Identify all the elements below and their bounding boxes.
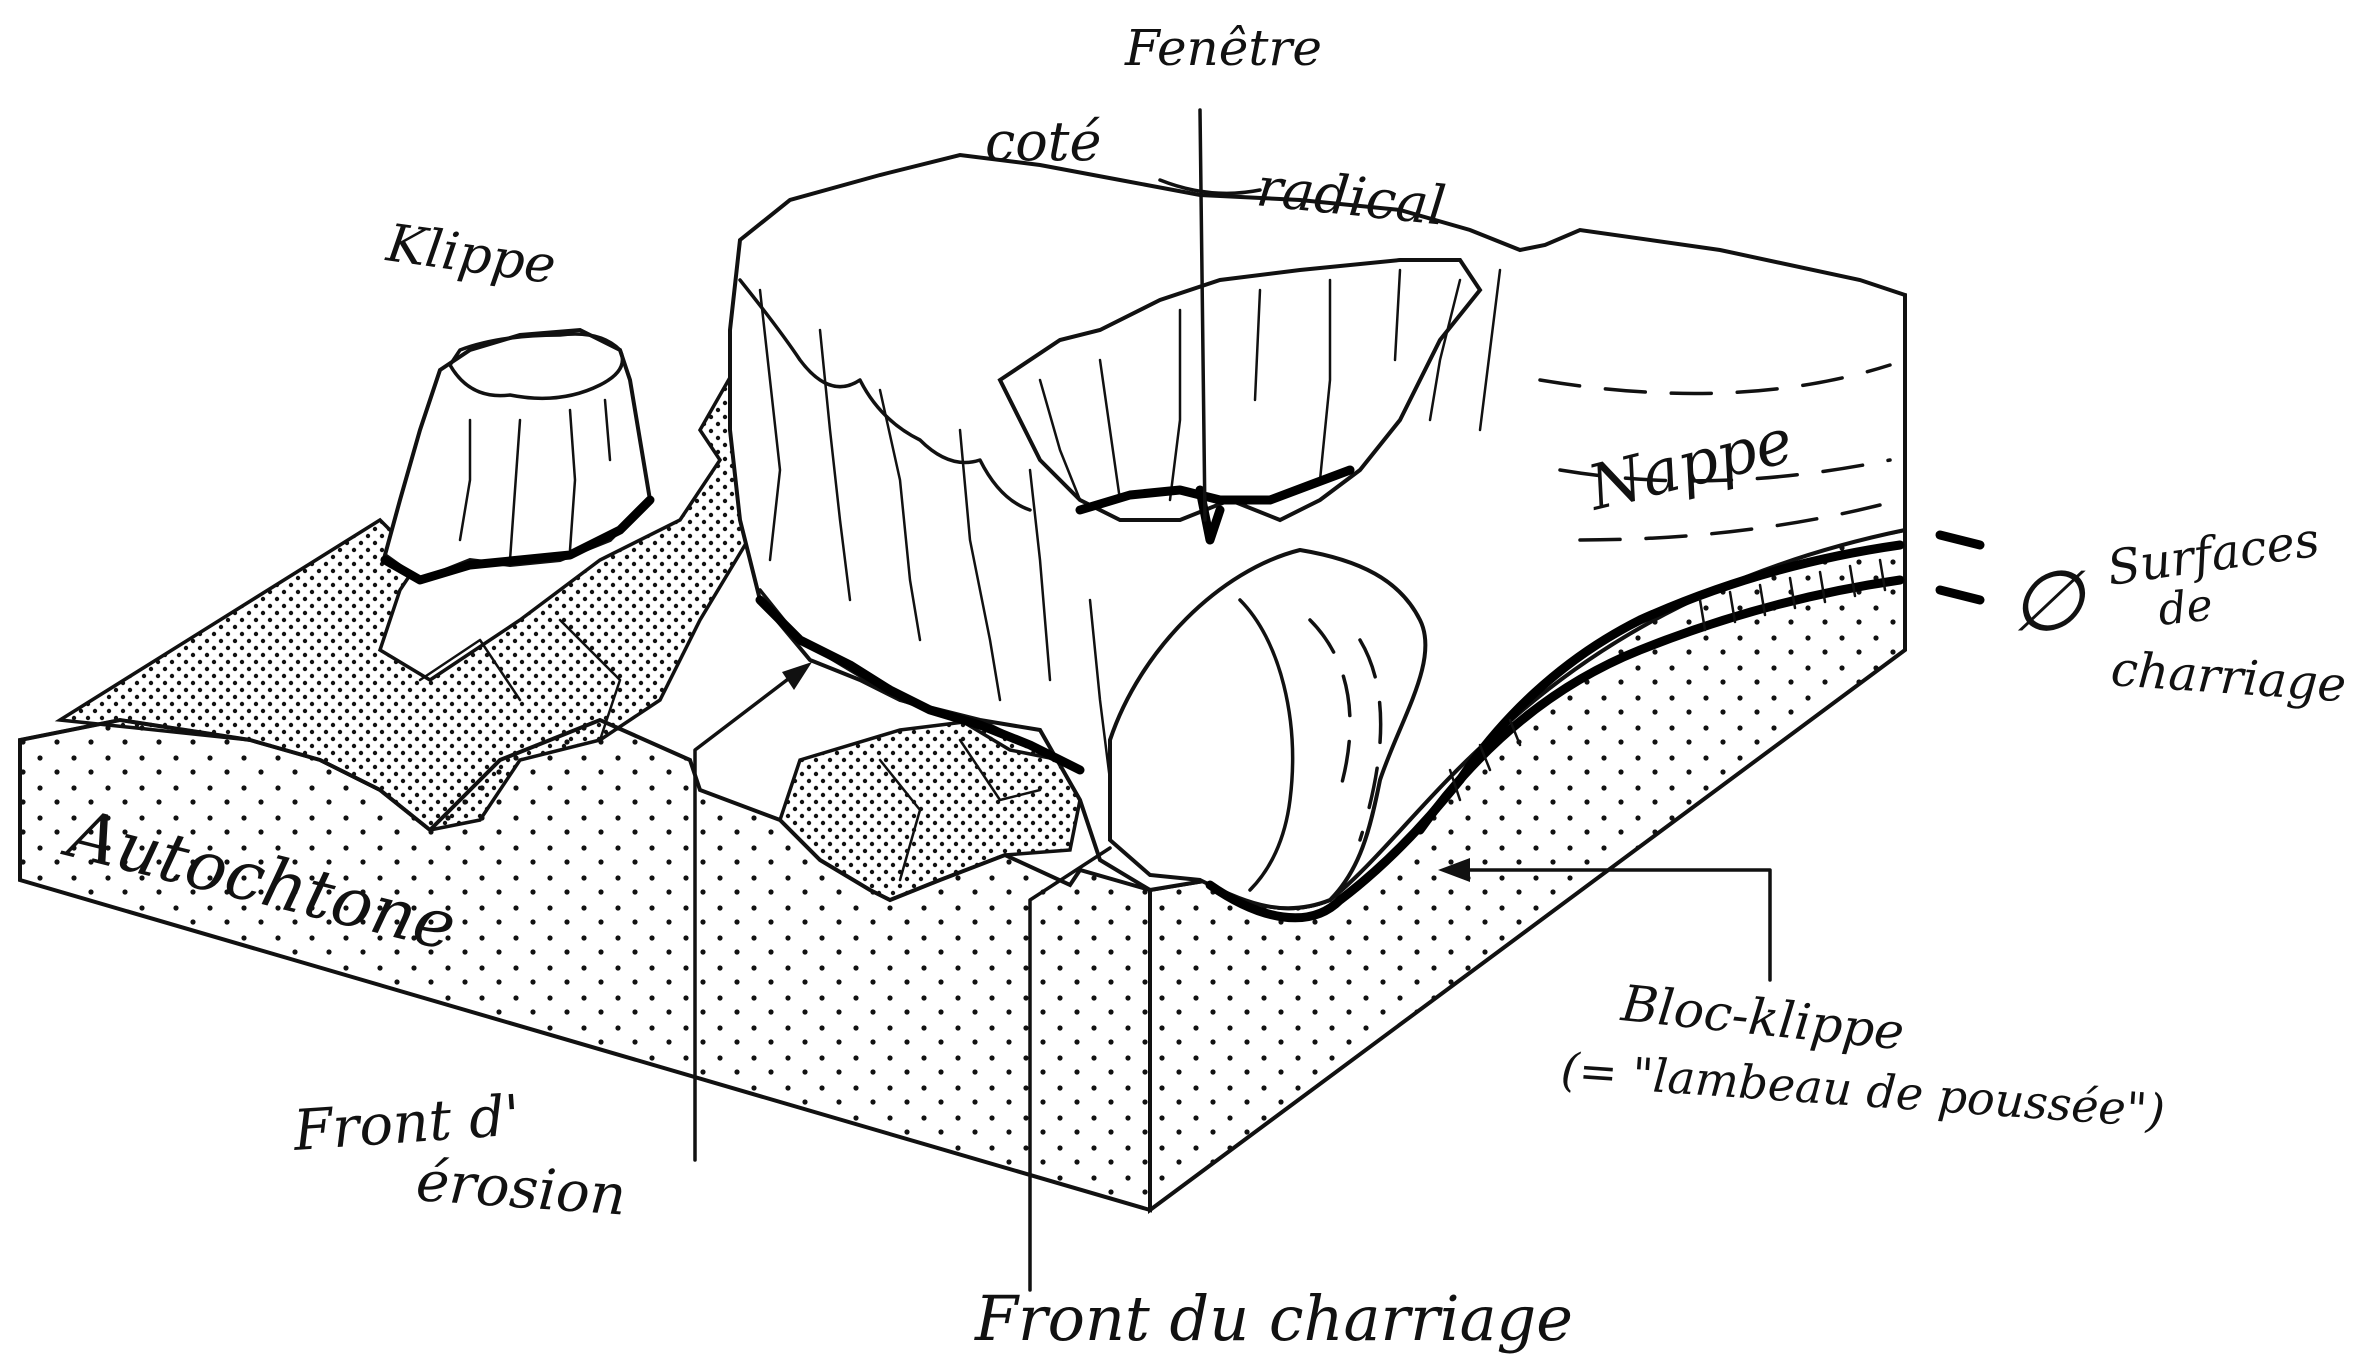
label-front-charriage: Front du charriage <box>974 1282 1573 1355</box>
label-klippe: Klippe <box>382 213 559 296</box>
label-phi: ∅ <box>2010 552 2087 650</box>
label-front-erosion-line2: érosion <box>414 1149 628 1228</box>
erosion-front-arrowhead <box>782 662 812 690</box>
surfaces-pointer-upper <box>1940 535 1980 545</box>
label-front-erosion-line1: Front d' <box>290 1083 522 1164</box>
label-cote: coté <box>985 110 1101 173</box>
label-fenetre: Fenêtre <box>1124 19 1322 77</box>
surfaces-pointer-lower <box>1940 590 1980 600</box>
klippe-outlier <box>385 330 650 580</box>
label-surfaces-line3: charriage <box>2109 641 2348 713</box>
label-surfaces-line1: Surfaces <box>2104 512 2323 597</box>
label-surfaces-line2: de <box>2156 580 2215 636</box>
